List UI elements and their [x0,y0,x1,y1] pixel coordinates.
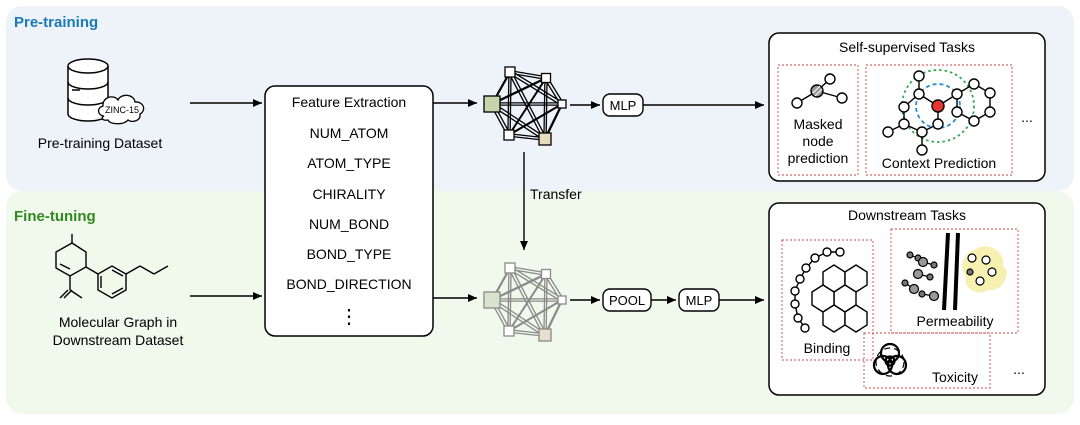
molecule-icon [55,234,169,299]
binding-panel [781,239,874,361]
toxicity-label: Toxicity [932,369,978,385]
masked-node-graph-icon [791,73,848,109]
self-supervised-more: ... [1021,109,1033,125]
feature-extraction-title: Feature Extraction [292,94,406,110]
cloud-icon: ZINC-15 [97,94,145,125]
context-prediction-panel [865,64,1013,176]
feature-ellipsis: ⋮ [339,306,359,328]
graph-node [503,325,515,337]
pool-label: POOL [609,293,645,308]
graph-node [557,99,567,109]
database-icon [67,58,109,122]
permeability-label: Permeability [916,313,993,329]
downstream-tasks-title: Downstream Tasks [848,207,966,223]
graph-node [503,129,515,141]
context-prediction-label: Context Prediction [882,155,996,171]
finetuning-dataset-label-line1: Molecular Graph in [59,314,177,330]
graph-node [504,66,516,78]
pretraining-dataset-label: Pre-training Dataset [38,135,163,151]
masked-node-panel [777,64,859,176]
feature-item: NUM_ATOM [310,125,389,141]
feature-item: BOND_DIRECTION [286,276,411,292]
self-supervised-tasks-title: Self-supervised Tasks [839,39,975,55]
gnn-graph-top [483,66,567,146]
downstream-more: ... [1013,361,1025,377]
feature-item: CHIRALITY [312,186,386,202]
graph-node [540,72,552,84]
biohazard-icon [872,342,908,377]
feature-item: NUM_BOND [309,216,389,232]
permeability-icon [901,232,1007,311]
graph-node [538,132,552,146]
feature-extraction-box [264,85,434,337]
graph-node [504,262,516,274]
gnn-graph-bottom [483,262,567,342]
binding-label: Binding [804,340,851,356]
permeability-panel [890,228,1019,334]
toxicity-panel [863,332,991,389]
graph-node [483,95,501,113]
finetuning-title: Fine-tuning [14,208,96,225]
masked-node-label-line1: Masked [793,116,842,132]
graph-node [557,295,567,305]
context-graph-icon [882,69,996,156]
mlp-label-top: MLP [610,98,637,113]
masked-node-label-line3: prediction [788,150,849,166]
finetuning-dataset-label-line2: Downstream Dataset [53,332,184,348]
transfer-label: Transfer [530,186,582,202]
mlp-label-bottom: MLP [686,293,713,308]
graph-node [483,291,501,309]
feature-item: ATOM_TYPE [307,155,391,171]
pretraining-title: Pre-training [14,14,98,31]
graph-node [540,268,552,280]
graph-node [538,328,552,342]
cloud-label: ZINC-15 [105,105,139,115]
binding-icon [790,247,868,333]
masked-node-label-line2: node [802,133,833,149]
feature-item: BOND_TYPE [307,246,392,262]
